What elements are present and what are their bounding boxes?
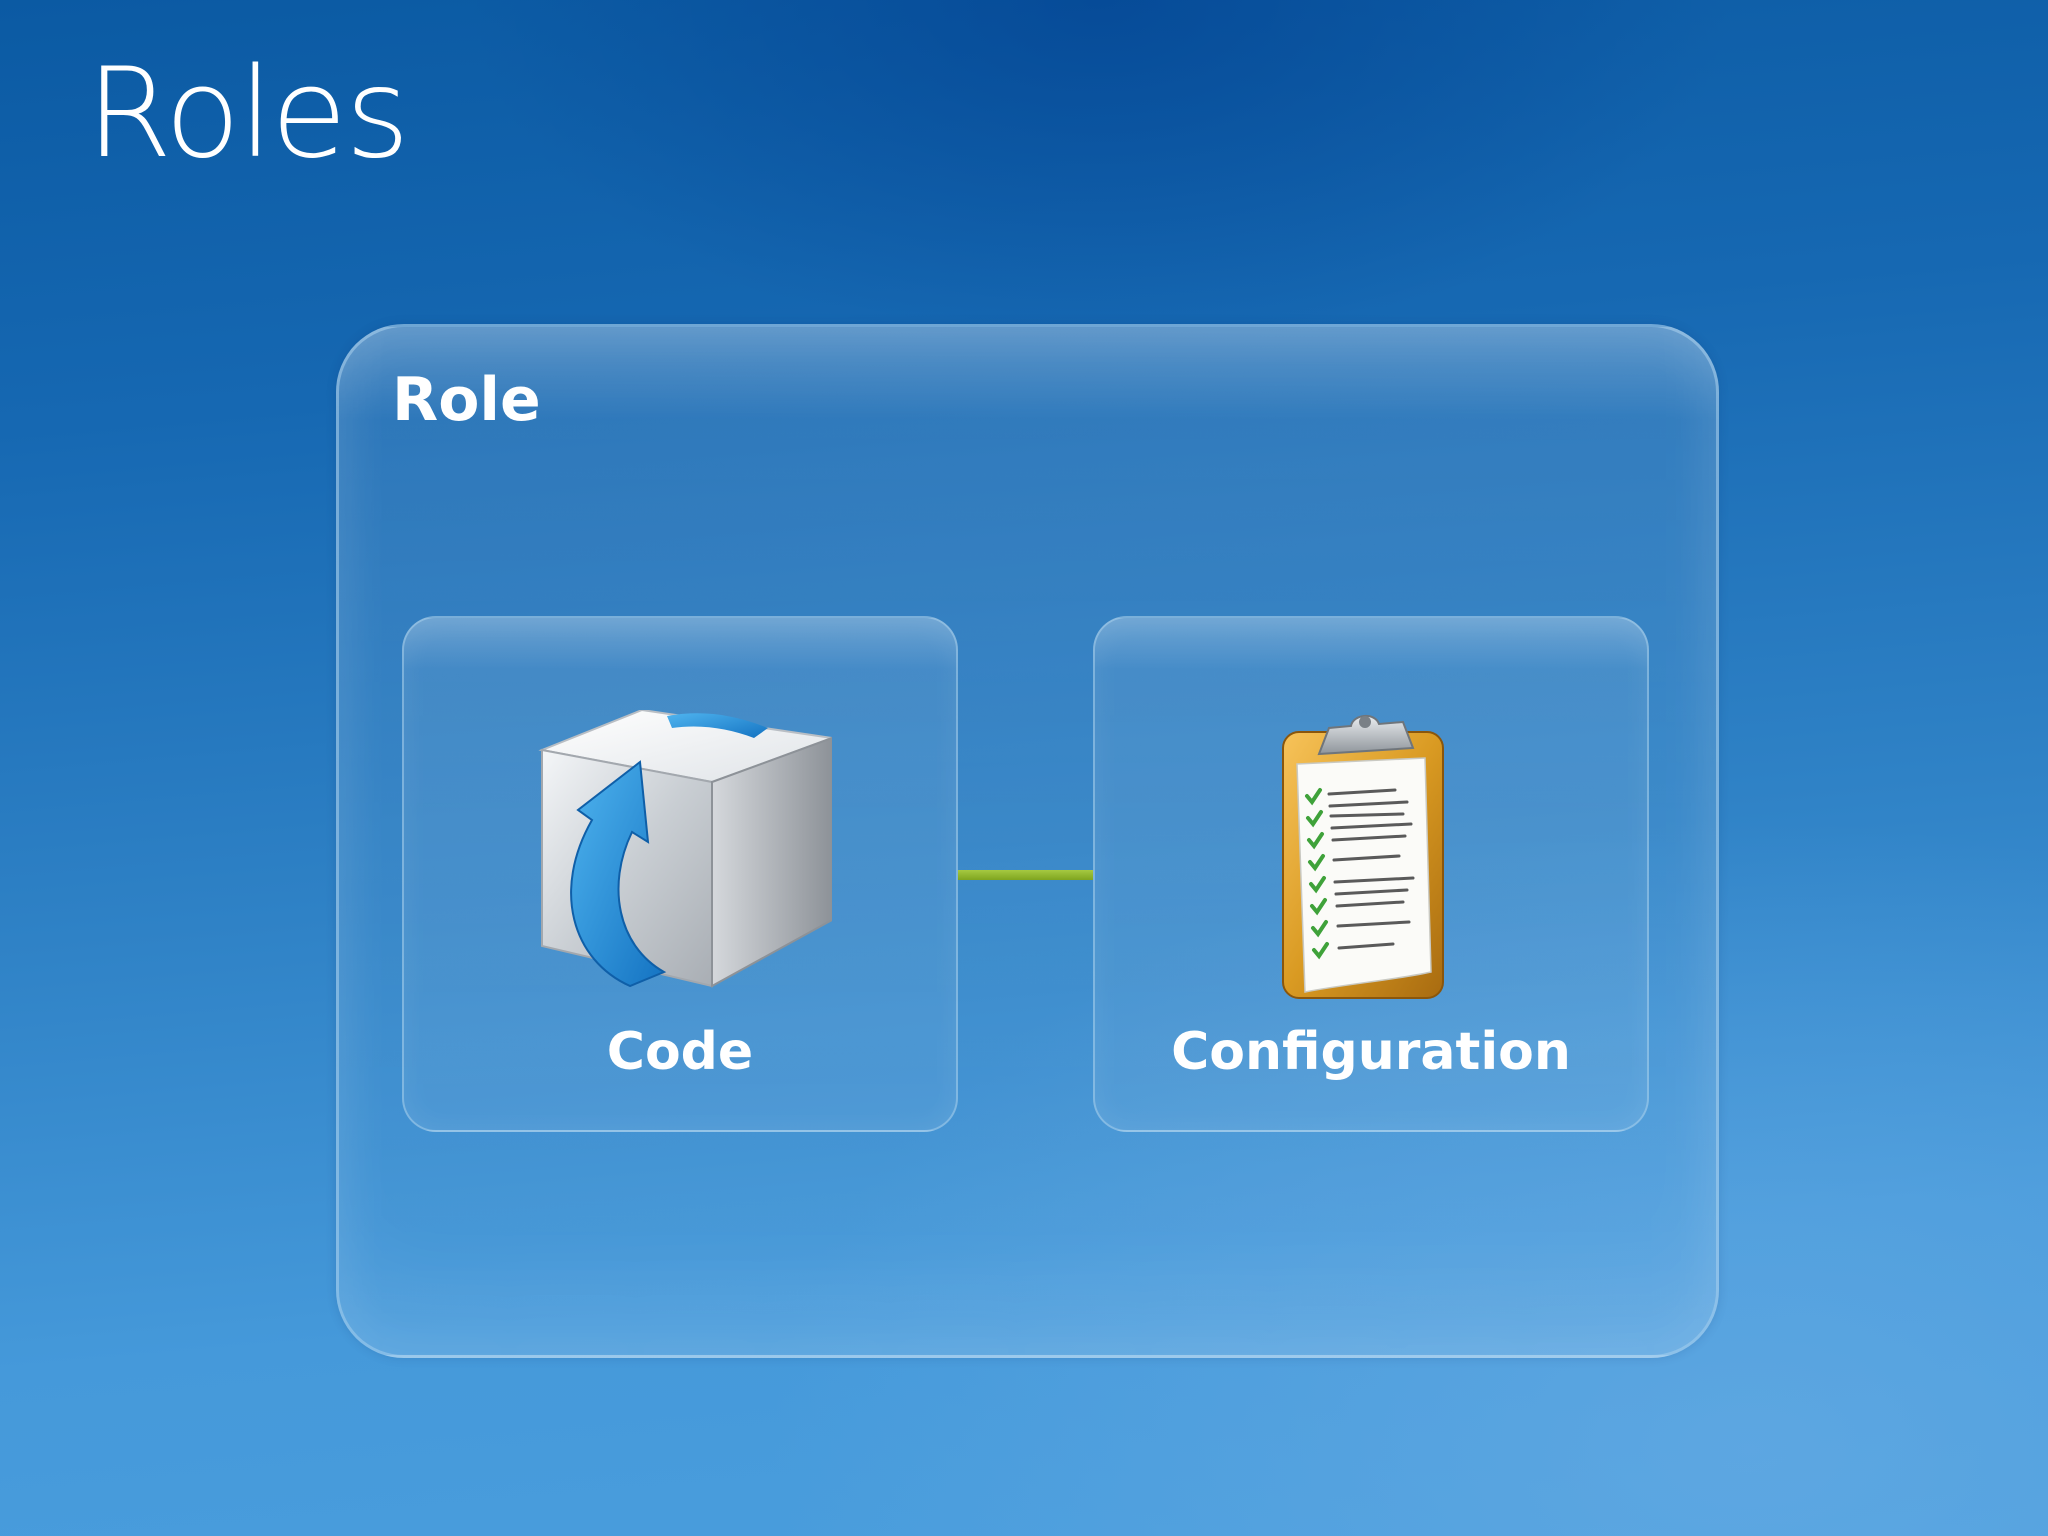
code-panel: Code	[402, 616, 958, 1132]
slide-title: Roles	[86, 42, 410, 186]
code-label: Code	[606, 1022, 754, 1082]
connector-line	[958, 870, 1093, 880]
box-with-arrow-icon	[538, 710, 832, 988]
role-label: Role	[392, 365, 541, 435]
clipboard-checklist-icon	[1282, 715, 1444, 999]
configuration-panel: Configuration	[1093, 616, 1649, 1132]
configuration-label: Configuration	[1171, 1022, 1571, 1082]
